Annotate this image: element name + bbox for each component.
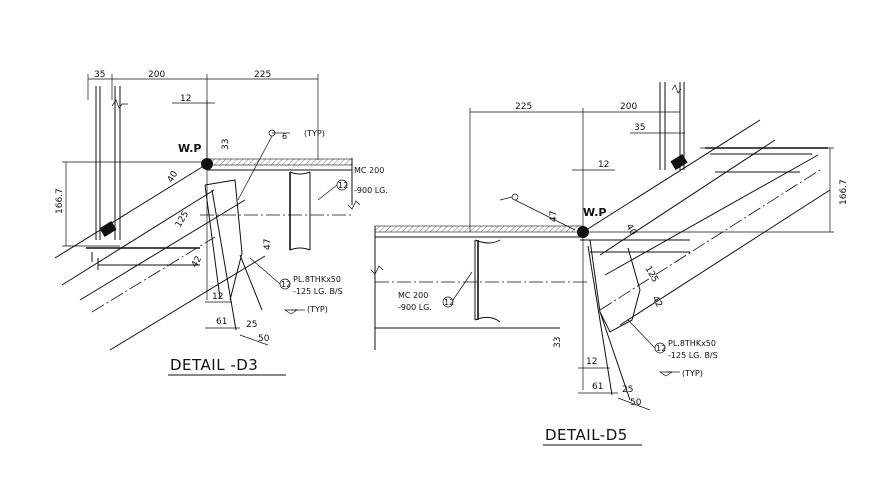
d3-dim-166: 166.7 [55,161,210,247]
d3-beam: 33 [200,139,361,251]
svg-text:12: 12 [598,160,609,170]
svg-text:40: 40 [623,223,638,238]
svg-text:33: 33 [221,139,231,150]
d3-title: DETAIL -D3 [170,356,258,374]
svg-text:(TYP): (TYP) [304,129,325,138]
d3-dim-12-top: 12 [180,94,191,104]
svg-text:(TYP): (TYP) [682,369,703,378]
svg-text:-125 LG. B/S: -125 LG. B/S [293,287,343,296]
svg-text:PL.8THKx50: PL.8THKx50 [668,339,716,348]
d5-gusset: 40 125 42 [587,223,664,401]
d5-column [659,82,685,170]
d3-mc-callout: MC 200 -900 LG. 12 [317,166,388,201]
detail-d5: 225 200 35 12 166.7 [370,82,849,446]
d3-wp-label: W.P [178,142,201,155]
svg-text:47: 47 [549,211,559,222]
svg-text:12: 12 [212,292,223,302]
svg-text:(TYP): (TYP) [307,305,328,314]
svg-text:-900 LG.: -900 LG. [398,303,432,312]
d3-bottom-dimensions: 12 61 25 50 [205,292,270,346]
svg-text:200: 200 [620,102,637,112]
svg-text:50: 50 [630,398,642,408]
svg-text:12: 12 [586,357,597,367]
d3-pl-callout: 12 PL.8THKx50 -125 LG. B/S (TYP) [249,257,343,315]
svg-text:12: 12 [656,344,666,353]
svg-text:12: 12 [444,298,454,307]
d3-work-point: W.P [178,100,213,300]
svg-text:33: 33 [553,337,563,348]
d3-pl-bubble: 12 [281,280,291,289]
svg-text:50: 50 [258,334,270,344]
d5-top-dimensions: 225 200 35 12 [469,102,685,235]
d3-diagonal-member [54,163,266,351]
d5-bottom-dimensions: 12 61 25 50 [578,357,651,411]
d5-mc-callout: MC 200 -900 LG. 12 [398,271,473,312]
d3-dim-200: 200 [148,70,165,80]
svg-text:25: 25 [622,385,633,395]
svg-text:6: 6 [282,132,287,141]
svg-text:PL.8THKx50: PL.8THKx50 [293,275,341,284]
svg-text:47: 47 [263,239,273,250]
svg-text:42: 42 [649,295,663,310]
d3-weld-callout-top: 6 (TYP) [237,129,325,201]
svg-text:25: 25 [246,320,257,330]
svg-text:61: 61 [216,317,227,327]
svg-text:166.7: 166.7 [55,188,65,214]
svg-text:MC 200: MC 200 [398,291,428,300]
svg-text:35: 35 [634,123,645,133]
svg-text:166.7: 166.7 [839,179,849,205]
d5-beam: 33 [370,225,690,350]
svg-text:61: 61 [592,382,603,392]
d5-work-point: W.P 47 [499,193,606,390]
svg-text:MC 200: MC 200 [354,166,384,175]
svg-text:W.P: W.P [583,206,606,219]
d5-dim-166: 166.7 [583,147,849,233]
d5-pl-callout: 12 PL.8THKx50 -125 LG. B/S (TYP) [627,319,718,378]
d3-mc-bubble: 12 [338,181,348,190]
d3-dim-225: 225 [254,70,271,80]
svg-text:125: 125 [174,210,191,230]
d3-dim-35: 35 [94,70,105,80]
svg-text:225: 225 [515,102,532,112]
svg-text:-125 LG. B/S: -125 LG. B/S [668,351,718,360]
d3-top-dimensions: 35 200 225 12 [87,70,319,160]
svg-text:-900 LG.: -900 LG. [354,186,388,195]
d5-title: DETAIL-D5 [545,426,628,444]
svg-text:42: 42 [190,255,204,270]
d5-diagonal-member [582,119,831,326]
detail-d3: 35 200 225 12 166.7 [54,70,388,376]
d3-column [95,86,128,240]
